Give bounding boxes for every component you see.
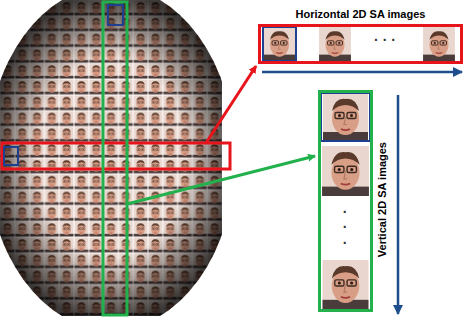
sa-image: [423, 27, 455, 61]
horizontal-sa-box: Horizontal 2D SA images· · ·: [258, 24, 463, 64]
direction-arrow: [262, 71, 462, 74]
pointer-arrow: [206, 66, 256, 143]
ellipsis: · · ·: [342, 205, 349, 251]
sa-image: [322, 146, 369, 196]
elemental-image-array: [0, 0, 222, 316]
selected-image: [4, 147, 18, 165]
box-heading: Horizontal 2D SA images: [296, 8, 426, 21]
sa-image: [323, 260, 369, 309]
selected-image: [263, 27, 296, 61]
direction-arrow: [397, 95, 400, 314]
column-selection: [103, 2, 127, 315]
box-heading: Vertical 2D SA images: [376, 142, 389, 257]
selected-image: [108, 5, 123, 25]
sa-image: [264, 27, 296, 61]
sa-image: [323, 93, 368, 141]
pointer-arrow: [127, 156, 315, 204]
sa-image: [319, 27, 351, 61]
selected-image: [321, 93, 370, 141]
vertical-sa-box: Vertical 2D SA images· · ·: [318, 90, 373, 312]
row-selection: [2, 143, 230, 169]
ellipsis: · · ·: [374, 32, 396, 48]
